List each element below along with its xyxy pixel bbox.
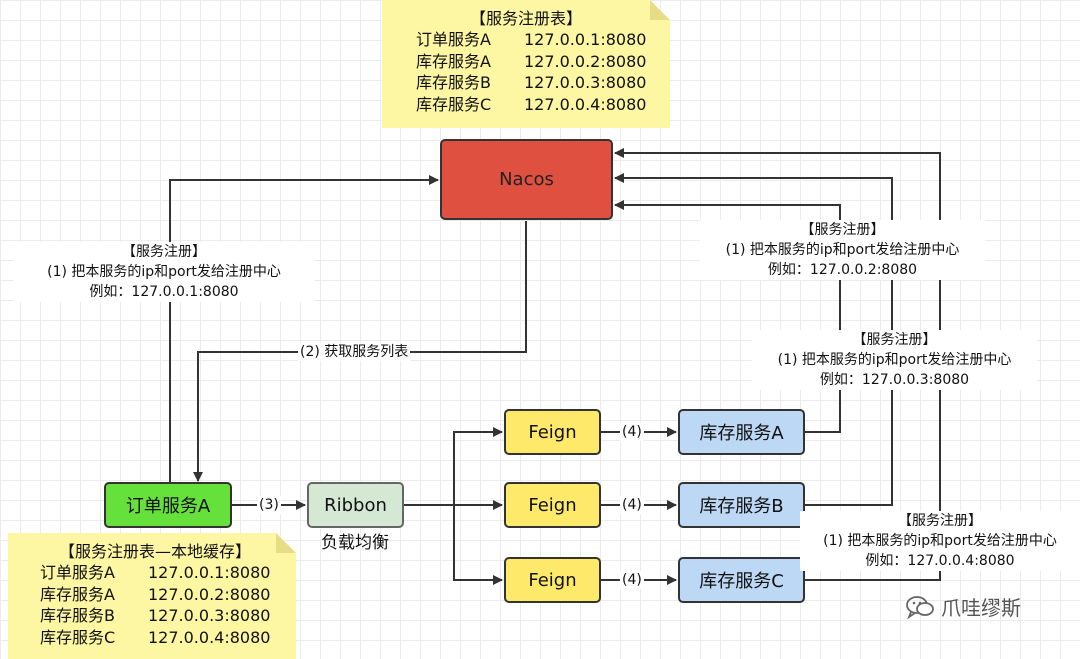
stock-service-b-node[interactable]: 库存服务B — [678, 482, 805, 528]
stock-service-a-node[interactable]: 库存服务A — [678, 409, 805, 455]
feign-node-1[interactable]: Feign — [504, 409, 601, 455]
feign-node-2[interactable]: Feign — [504, 482, 601, 528]
stock-service-c-node[interactable]: 库存服务C — [678, 557, 805, 603]
order-service-a-node[interactable]: 订单服务A — [104, 482, 232, 528]
registry-note-title: 【服务注册表】 — [469, 9, 582, 28]
registration-example: 例如：127.0.0.4:8080 — [865, 553, 1015, 569]
ribbon-to-feign-3-arrow — [453, 505, 503, 585]
watermark: 爪哇缪斯 — [905, 592, 1021, 621]
wechat-icon — [906, 595, 934, 619]
feign-to-stock-label: (4) — [620, 496, 644, 514]
registration-line: (1) 把本服务的ip和port发给注册中心 — [823, 533, 1057, 549]
ribbon-to-feign-1-arrow — [453, 427, 503, 505]
feign-node-3[interactable]: Feign — [504, 557, 601, 603]
ribbon-caption: 负载均衡 — [321, 533, 389, 553]
cache-note-title: 【服务注册表—本地缓存】 — [58, 542, 251, 561]
feign-to-stock-label: (4) — [620, 423, 644, 441]
registration-line: (1) 把本服务的ip和port发给注册中心 — [47, 264, 281, 280]
stock-c-registration-label: 【服务注册】 (1) 把本服务的ip和port发给注册中心 例如：127.0.0… — [800, 511, 1080, 571]
fetch-list-label: (2) 获取服务列表 — [298, 343, 411, 361]
registration-title: 【服务注册】 — [852, 332, 937, 348]
registration-example: 例如：127.0.0.3:8080 — [819, 372, 970, 388]
registration-line: (1) 把本服务的ip和port发给注册中心 — [777, 352, 1012, 368]
registration-title: 【服务注册】 — [122, 244, 206, 260]
feign-to-stock-label: (4) — [620, 571, 644, 589]
watermark-text: 爪哇缪斯 — [941, 596, 1021, 620]
nacos-node[interactable]: Nacos — [440, 139, 613, 220]
order-to-ribbon-label: (3) — [257, 496, 281, 514]
registration-title: 【服务注册】 — [898, 513, 982, 529]
registration-title: 【服务注册】 — [800, 222, 885, 238]
order-registration-label: 【服务注册】 (1) 把本服务的ip和port发给注册中心 例如：127.0.0… — [14, 242, 314, 302]
registration-example: 例如：127.0.0.2:8080 — [767, 262, 918, 278]
registration-line: (1) 把本服务的ip和port发给注册中心 — [725, 242, 960, 258]
stock-a-register-arrow — [614, 200, 841, 433]
order-register-arrow — [169, 175, 439, 483]
stock-a-registration-label: 【服务注册】 (1) 把本服务的ip和port发给注册中心 例如：127.0.0… — [700, 220, 985, 280]
stock-b-registration-label: 【服务注册】 (1) 把本服务的ip和port发给注册中心 例如：127.0.0… — [752, 330, 1037, 390]
registration-example: 例如：127.0.0.1:8080 — [89, 284, 239, 300]
ribbon-node[interactable]: Ribbon — [307, 482, 404, 528]
